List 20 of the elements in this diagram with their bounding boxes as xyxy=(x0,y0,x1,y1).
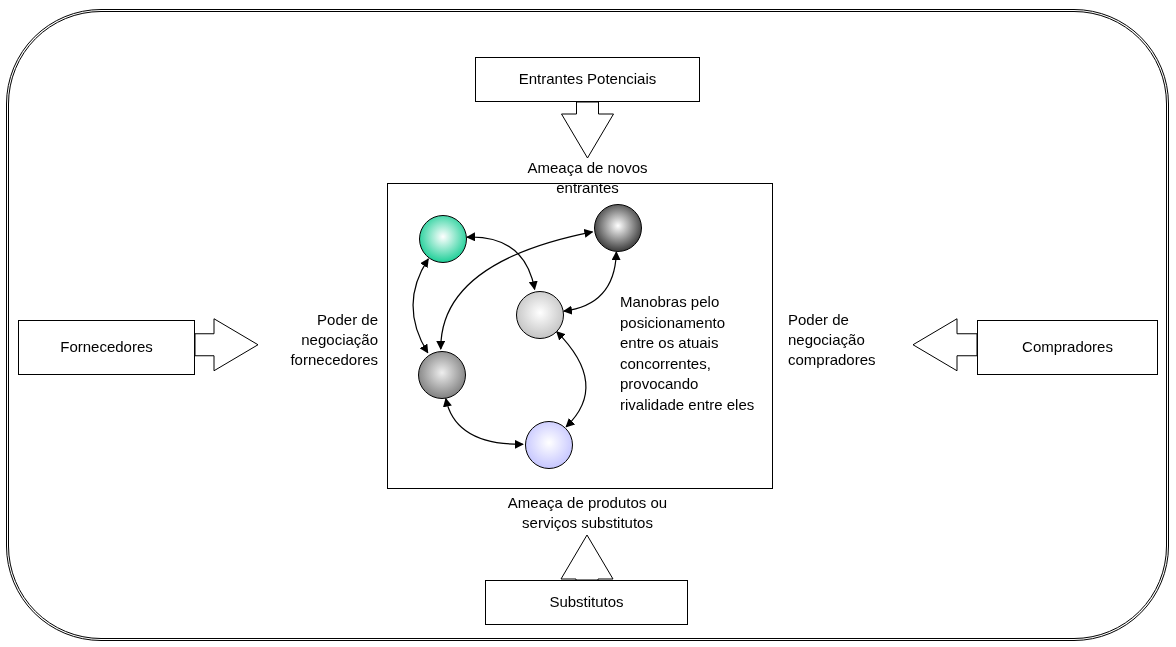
rivalry-arrow xyxy=(556,331,587,428)
force-box: Fornecedores xyxy=(18,320,195,375)
rivalry-box xyxy=(387,183,773,489)
block-arrow xyxy=(194,318,259,372)
block-arrow xyxy=(560,534,614,581)
rivalry-arrow xyxy=(436,229,594,350)
block-arrow xyxy=(912,318,978,372)
rivalry-arrow xyxy=(443,397,524,449)
force-label: Poder de negociação fornecedores xyxy=(258,310,378,374)
rivalry-arrow xyxy=(412,258,429,354)
force-box: Entrantes Potenciais xyxy=(475,57,700,102)
force-label: Poder de negociação compradores xyxy=(788,310,913,374)
rivalry-text: Manobras pelo posicionamento entre os atuais concorrentes, provocando rivalidade entre eles xyxy=(620,292,756,415)
force-label: Ameaça de novos entrantes xyxy=(520,158,655,200)
force-label: Ameaça de produtos ou serviços substitutos xyxy=(490,493,685,535)
block-arrow xyxy=(561,101,614,159)
rivalry-arrow xyxy=(466,232,538,291)
force-box: Compradores xyxy=(977,320,1158,375)
force-box: Substitutos xyxy=(485,580,688,625)
rivalry-arrow xyxy=(562,251,621,315)
